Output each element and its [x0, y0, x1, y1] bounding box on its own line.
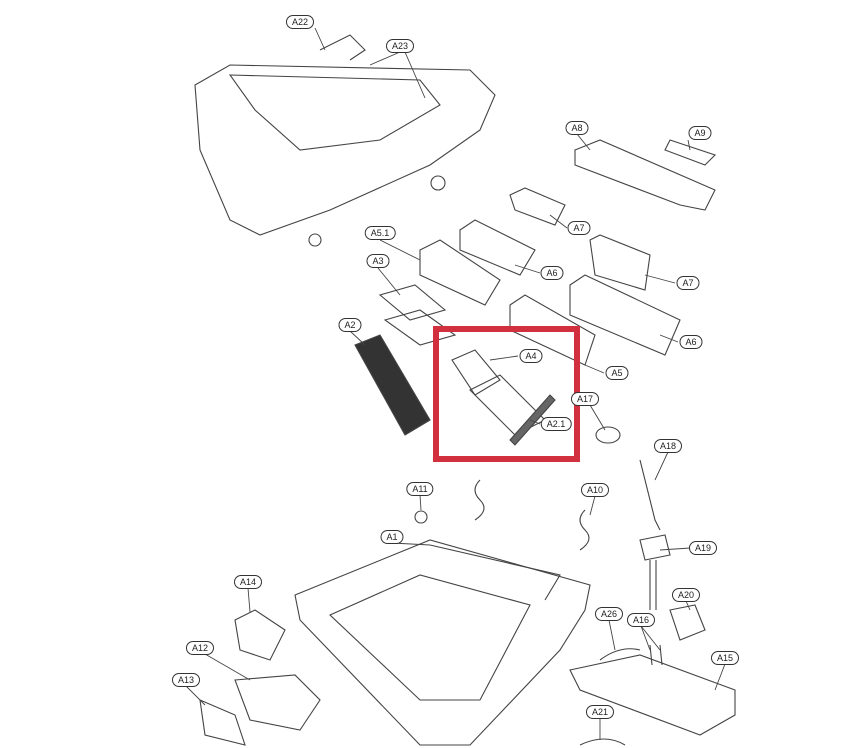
label-a7-bottom: A7	[676, 276, 700, 290]
label-a18: A18	[653, 439, 683, 453]
label-a16: A16	[626, 613, 656, 627]
part-a3-sheets	[378, 284, 457, 346]
part-springs	[414, 479, 590, 551]
label-a11: A11	[406, 482, 434, 496]
part-a2-display	[354, 334, 431, 436]
part-a8-panel	[574, 139, 717, 211]
label-a26: A26	[594, 607, 624, 621]
label-a20: A20	[671, 588, 701, 602]
label-a5: A5	[605, 366, 629, 380]
label-a5-1: A5.1	[364, 226, 396, 240]
part-a22-lid	[194, 34, 496, 247]
label-a13: A13	[171, 673, 201, 687]
label-a15: A15	[710, 651, 740, 665]
label-a21: A21	[585, 705, 615, 719]
label-a19: A19	[688, 541, 718, 555]
highlight-box	[433, 326, 580, 462]
label-a10: A10	[580, 483, 610, 497]
label-a12: A12	[185, 641, 215, 655]
part-a4-a2-1-boards	[451, 349, 556, 446]
part-a19-a20	[639, 534, 706, 641]
part-a17-a18-sensor	[595, 426, 661, 531]
label-a2-1: A2.1	[540, 417, 572, 431]
label-a4: A4	[519, 349, 543, 363]
part-a15-base	[569, 644, 736, 746]
label-a9: A9	[688, 126, 712, 140]
label-a8: A8	[565, 121, 589, 135]
label-a2: A2	[338, 318, 362, 332]
label-a22: A22	[285, 15, 315, 29]
label-a6-top: A6	[540, 266, 564, 280]
part-a14-a12-a13	[199, 609, 321, 746]
label-a6-bottom: A6	[679, 335, 703, 349]
leader-lines	[185, 27, 726, 740]
part-a5-boards	[419, 239, 596, 366]
label-a14: A14	[233, 575, 263, 589]
label-a1: A1	[380, 530, 404, 544]
part-a6-boards	[459, 219, 681, 356]
label-a7-top: A7	[567, 221, 591, 235]
label-a3: A3	[366, 254, 390, 268]
part-a1-top-cover	[294, 539, 591, 746]
part-a7-brackets	[509, 187, 651, 291]
label-a23: A23	[385, 39, 415, 53]
label-a17: A17	[570, 392, 600, 406]
